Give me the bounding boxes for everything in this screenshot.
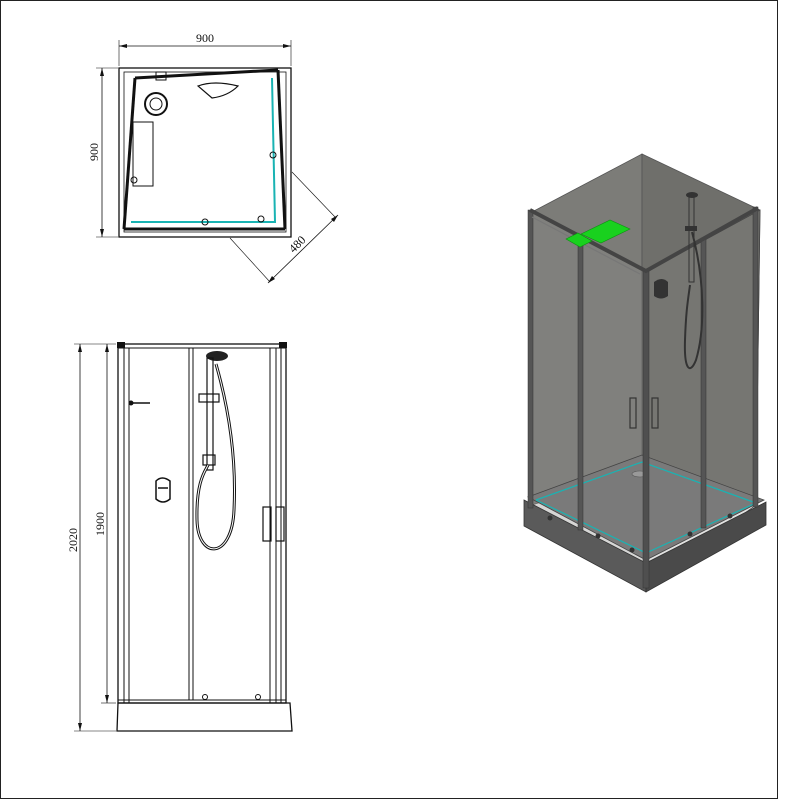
front-slide-holder [198,393,220,403]
front-hook-knob [128,400,134,406]
iso-post-mid-left [577,239,584,531]
iso-bolt-1 [547,515,553,521]
top-view: 900 900 480 [87,31,339,284]
top-view-glass-right [276,69,287,230]
width-arrow-right [283,44,291,48]
top-view-glass-top [134,68,279,80]
iso-shower-holder [685,226,697,231]
top-view-teal-edge [131,77,277,223]
door-diag-label: 480 [286,233,309,256]
front-view: 2020 1900 [66,342,293,732]
glass-height-arrow-bottom [105,695,109,703]
glass-height-arrow-top [105,344,109,352]
iso-bolt-3 [629,547,635,553]
total-height-arrow-bottom [78,723,82,731]
diag-arrow-1 [268,276,275,283]
front-slide-bar [206,357,214,471]
iso-hose [683,231,704,370]
front-mixer-icon [155,477,171,503]
iso-bolt-5 [727,513,733,519]
iso-bolt-2 [595,533,601,539]
iso-top-rail-inner [531,216,641,275]
front-shower-head-icon [206,351,228,361]
top-fitting [155,71,167,81]
front-tray [116,702,293,732]
fitting-3 [269,151,277,159]
diag-arrow-2 [331,215,338,222]
iso-mixer-icon [654,279,668,299]
fitting-1 [201,218,209,226]
mixer-icon [196,82,240,99]
diag-dim-line [267,214,339,284]
iso-post-right [752,206,759,508]
front-cap-right [279,342,287,348]
isometric-view [523,153,767,593]
iso-handle-right [651,397,659,429]
front-hose-inner [196,363,235,550]
iso-green-label [580,219,631,244]
diag-ext-2 [291,171,337,219]
iso-post-center [642,269,650,589]
top-view-inner [123,71,287,233]
width-label: 900 [196,31,214,45]
iso-shower-head-icon [686,192,698,198]
diag-ext-1 [229,237,271,283]
iso-post-left [527,209,534,509]
total-height-arrow-top [78,344,82,352]
iso-teal-edge [535,461,757,504]
seat-panel [132,121,154,187]
depth-arrow-bottom [100,229,104,237]
front-frame-outer [117,343,287,704]
front-door-handle [262,506,272,542]
front-foot-2 [255,694,261,700]
front-door-handle-b [275,506,285,542]
glass-height-label: 1900 [93,512,107,536]
total-height-label: 2020 [66,528,80,552]
shower-head-icon [144,92,168,116]
depth-label: 900 [87,143,101,161]
iso-handle-left [629,397,637,429]
top-view-outer [118,67,292,238]
iso-top-rail [529,206,759,274]
fitting-2 [257,215,265,223]
front-cap-left [117,342,125,348]
width-arrow-left [119,44,127,48]
fitting-4 [130,176,138,184]
iso-bolt-4 [687,531,693,537]
front-foot-1 [202,694,208,700]
top-view-glass-left [122,77,137,230]
front-slide-base [202,454,216,466]
depth-arrow-top [100,68,104,76]
iso-green-label-small [565,232,593,248]
page-border [0,0,778,799]
shower-head-inner-icon [149,97,163,111]
